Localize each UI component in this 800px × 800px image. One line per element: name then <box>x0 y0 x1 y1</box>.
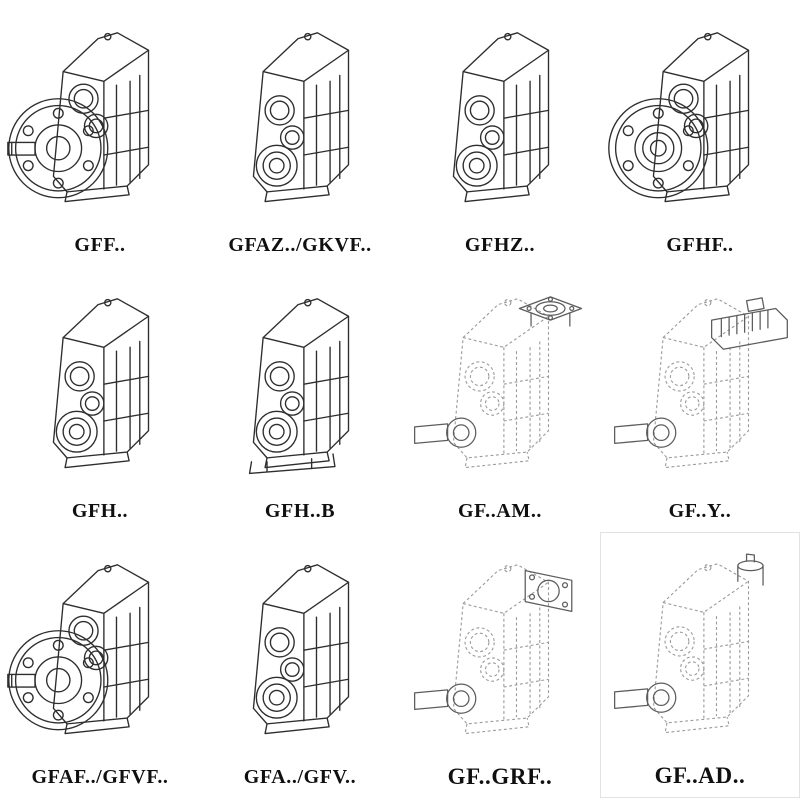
model-label: GF..GRF.. <box>447 764 553 789</box>
gearbox-cell-gf-grf: GF..GRF.. <box>400 532 600 798</box>
model-label: GF..Y.. <box>668 500 732 522</box>
model-label: GFA../GFV.. <box>243 766 357 788</box>
model-label: GFH.. <box>71 500 129 522</box>
gearbox-cell-gfhz: GFHZ.. <box>400 0 600 266</box>
gearbox-drawing-shaft-adapter-icon <box>614 553 764 734</box>
gearbox-cell-gff: GFF.. <box>0 0 200 266</box>
model-label: GFF.. <box>74 234 126 256</box>
gearbox-cell-gfh-b: GFH..B <box>200 266 400 532</box>
gearbox-drawing-flange-solid-shaft-icon <box>3 32 150 203</box>
model-label: GFAF../GFVF.. <box>31 766 169 788</box>
model-label: GF..AM.. <box>457 500 543 522</box>
gearbox-drawing-iec-adapter-icon <box>414 296 583 469</box>
gearbox-cell-gfhf: GFHF.. <box>600 0 800 266</box>
gearbox-drawing-input-flange-icon <box>414 564 573 735</box>
gearbox-drawing-hollow-shaft-icon <box>52 298 150 469</box>
model-label: GFHZ.. <box>464 234 536 256</box>
gearbox-cell-gfa-gfv: GFA../GFV.. <box>200 532 400 798</box>
gearbox-drawing-flange-hollow-icon <box>603 32 750 203</box>
gearbox-drawing-hollow-shaft-icon <box>252 564 350 735</box>
model-label: GFAZ../GKVF.. <box>228 234 372 256</box>
model-label: GFHF.. <box>666 234 734 256</box>
gearbox-drawing-flange-solid-shaft-icon <box>3 564 150 735</box>
model-label: GFH..B <box>264 500 336 522</box>
gearbox-cell-gfaf-gfvf: GFAF../GFVF.. <box>0 532 200 798</box>
gearbox-cell-gf-y: GF..Y.. <box>600 266 800 532</box>
gearbox-cell-gfh: GFH.. <box>0 266 200 532</box>
gearbox-cell-gf-am: GF..AM.. <box>400 266 600 532</box>
gearbox-drawing-motor-mounted-icon <box>614 297 788 469</box>
gearbox-drawing-shrink-disc-icon <box>452 32 550 203</box>
gearbox-drawing-foot-mounted-icon <box>248 298 350 475</box>
gearbox-drawing-hollow-shaft-icon <box>252 32 350 203</box>
model-label: GF..AD.. <box>654 763 746 788</box>
gearbox-cell-gf-ad: GF..AD.. <box>600 532 800 798</box>
gearbox-cell-gfaz-gkvf: GFAZ../GKVF.. <box>200 0 400 266</box>
